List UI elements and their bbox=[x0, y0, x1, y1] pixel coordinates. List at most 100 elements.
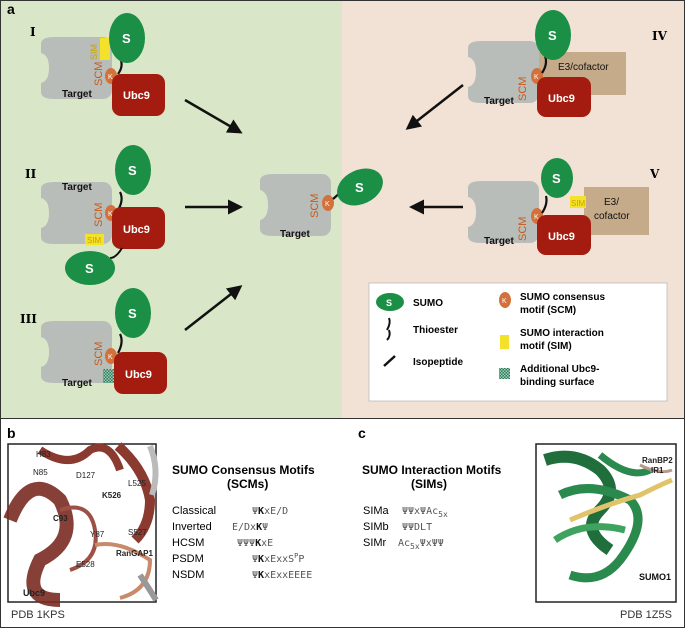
sim-seq-simb: ΨΨDLT bbox=[402, 522, 432, 533]
panel-a-letter: a bbox=[7, 1, 15, 17]
label-rangap1: RanGAP1 bbox=[116, 549, 153, 558]
pdb-1kps: PDB 1KPS bbox=[11, 609, 65, 621]
sim-block-V bbox=[570, 196, 586, 208]
panel-b-letter: b bbox=[7, 425, 16, 441]
pdb-1z5s: PDB 1Z5S bbox=[620, 609, 672, 621]
legend-sumo-label: SUMO bbox=[413, 298, 443, 309]
roman-I: I bbox=[30, 25, 36, 39]
sim-block-II bbox=[85, 234, 104, 245]
panel-c-letter: c bbox=[358, 425, 366, 441]
sumo-center bbox=[337, 168, 383, 206]
sumo-I bbox=[109, 13, 145, 63]
arrow-IV bbox=[405, 84, 464, 130]
sumo-letter-top-II: S bbox=[128, 163, 137, 178]
legend-ubc9-surface-line2: binding surface bbox=[520, 377, 595, 388]
legend-sumo-icon bbox=[376, 293, 404, 311]
thioester-bond-III bbox=[117, 333, 123, 354]
scenario-III: III Target SCM K S Ubc9 bbox=[20, 288, 167, 394]
lysine-label-I: K bbox=[108, 74, 113, 81]
scm-seq-psdm: ΨKxExxSPP bbox=[252, 552, 304, 565]
ubc9-label-III: Ubc9 bbox=[125, 369, 152, 381]
residue-l525: L525 bbox=[128, 479, 146, 488]
scm-name-psdm: PSDM bbox=[172, 553, 204, 565]
scm-name-classical: Classical bbox=[172, 505, 216, 517]
sumo-letter-IV: S bbox=[548, 28, 557, 43]
label-sumo1: SUMO1 bbox=[639, 572, 671, 582]
scm-name-inverted: Inverted bbox=[172, 521, 212, 533]
residue-s527: S527 bbox=[128, 528, 147, 537]
sim-label-V: SIM bbox=[571, 199, 586, 208]
residue-h83: H83 bbox=[36, 450, 51, 459]
scm-seq-nsdm: ΨKxExxEEEE bbox=[252, 570, 312, 581]
ubc9-label-II: Ubc9 bbox=[123, 224, 150, 236]
legend-ubc9-surface-line1: Additional Ubc9- bbox=[520, 364, 599, 375]
scm-label-IV: SCM bbox=[517, 77, 529, 101]
ubc9-binding-surface-III bbox=[103, 369, 114, 383]
label-ir1: IR1 bbox=[651, 466, 664, 475]
label-ranbp2: RanBP2 bbox=[642, 456, 673, 465]
legend-sim-line2: motif (SIM) bbox=[520, 341, 572, 352]
residue-n85: N85 bbox=[33, 468, 48, 477]
sim-label-II: SIM bbox=[87, 236, 102, 245]
scenario-I: I Target SIM SCM K S Ubc9 bbox=[30, 13, 165, 116]
legend-thioester-label: Thioester bbox=[413, 325, 458, 336]
residue-d127: D127 bbox=[76, 471, 96, 480]
target-label-II: Target bbox=[62, 182, 92, 193]
legend: S SUMO Thioester Isopeptide K SUMO conse… bbox=[368, 282, 668, 402]
residue-k526: K526 bbox=[102, 491, 122, 500]
legend-sim-icon bbox=[500, 335, 509, 349]
arrow-I bbox=[184, 98, 243, 134]
scm-motif-list: Classical ΨKxE/D Inverted E/DxKΨ HCSM ΨΨ… bbox=[172, 505, 312, 581]
lysine-label-III: K bbox=[108, 354, 113, 361]
scm-label-I: SCM bbox=[93, 62, 105, 86]
sim-block-I bbox=[100, 38, 110, 60]
scenario-V: V E3/ cofactor Target SCM SIM K S Ubc9 bbox=[468, 158, 660, 255]
scm-name-nsdm: NSDM bbox=[172, 569, 204, 581]
roman-IV: IV bbox=[652, 29, 668, 43]
legend-isopeptide-icon bbox=[383, 355, 396, 367]
arrow-III bbox=[184, 285, 243, 331]
sim-seq-sima: ΨΨxΨAc5x bbox=[402, 506, 448, 519]
sumo-letter-III: S bbox=[128, 306, 137, 321]
sim-title-line2: (SIMs) bbox=[411, 477, 447, 491]
sim-name-simb: SIMb bbox=[363, 521, 389, 533]
e3-cofactor-V bbox=[584, 187, 649, 235]
target-label-I: Target bbox=[62, 89, 92, 100]
label-ubc9-structure: Ubc9 bbox=[23, 588, 45, 598]
residue-e528: E528 bbox=[76, 560, 95, 569]
sim-title-line1: SUMO Interaction Motifs bbox=[362, 463, 502, 477]
sumo-V bbox=[541, 158, 573, 198]
roman-III: III bbox=[20, 312, 37, 326]
ubc9-IV bbox=[537, 77, 591, 117]
sim-name-sima: SIMa bbox=[363, 505, 390, 517]
scm-name-hcsm: HCSM bbox=[172, 537, 204, 549]
roman-II: II bbox=[25, 167, 37, 181]
lysine-label-IV: K bbox=[534, 74, 539, 81]
lysine-label-center: K bbox=[325, 201, 330, 208]
e3-label-V-line2: cofactor bbox=[594, 211, 630, 222]
scm-seq-classical: ΨKxE/D bbox=[252, 506, 288, 517]
legend-scm-line1: SUMO consensus bbox=[520, 292, 605, 303]
scenario-IV: IV E3/cofactor Target SCM K S Ubc9 bbox=[468, 10, 668, 117]
scm-label-II: SCM bbox=[93, 203, 105, 227]
scm-label-V: SCM bbox=[517, 217, 529, 241]
target-label-IV: Target bbox=[484, 96, 514, 107]
roman-V: V bbox=[649, 167, 660, 181]
lysine-III bbox=[105, 348, 117, 364]
e3-label-V-line1: E3/ bbox=[604, 197, 619, 208]
legend-thioester-icon bbox=[386, 317, 391, 341]
ubc9-label-I: Ubc9 bbox=[123, 90, 150, 102]
sumo-IV bbox=[535, 10, 571, 60]
ubc9-label-IV: Ubc9 bbox=[548, 93, 575, 105]
scm-label-center: SCM bbox=[309, 194, 321, 218]
thioester-bond-II bbox=[109, 247, 123, 259]
legend-isopeptide-label: Isopeptide bbox=[413, 357, 463, 368]
legend-scm-k: K bbox=[502, 298, 507, 305]
thioester-bond-V bbox=[541, 195, 548, 214]
legend-sim-line1: SUMO interaction bbox=[520, 328, 604, 339]
sim-label-I: SIM bbox=[89, 44, 99, 60]
sumo-letter-V: S bbox=[552, 171, 561, 186]
structure-1z5s: RanBP2 IR1 SUMO1 bbox=[535, 443, 677, 603]
residue-c93: C93 bbox=[53, 514, 68, 523]
